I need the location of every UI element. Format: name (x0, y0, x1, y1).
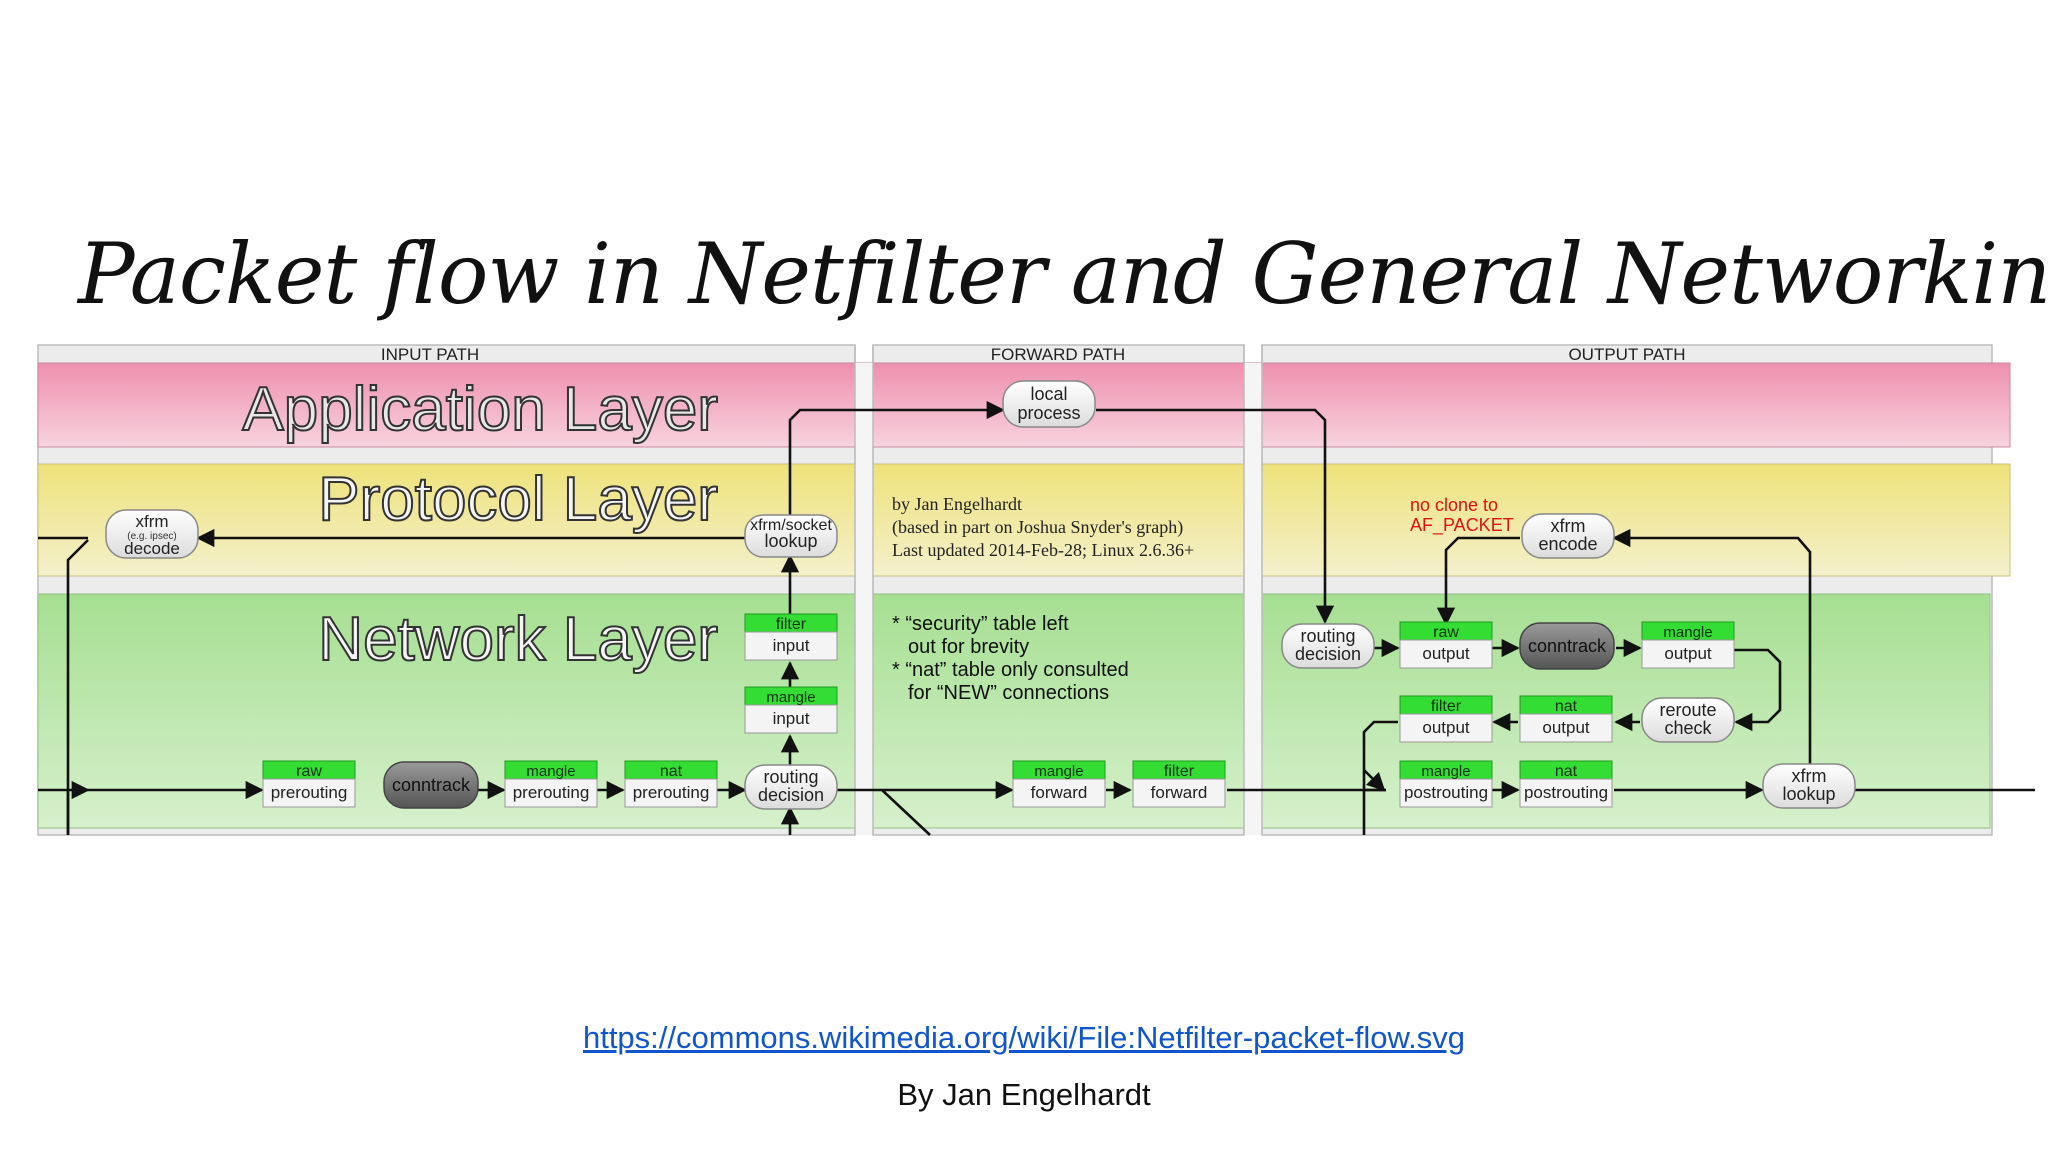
xfrm-lookup-node: xfrm lookup (1762, 763, 1856, 809)
input-path-label: INPUT PATH (381, 345, 479, 364)
svg-text:* “security” table left: * “security” table left (892, 613, 1069, 635)
conntrack-output-node: conntrack (1519, 622, 1615, 670)
svg-text:output: output (1542, 718, 1590, 737)
svg-text:output: output (1422, 718, 1470, 737)
svg-text:raw: raw (296, 763, 322, 780)
local-process-node: local process (1002, 380, 1096, 428)
notes-text: * “security” table left out for brevity … (892, 613, 1129, 704)
svg-text:conntrack: conntrack (1528, 636, 1607, 656)
svg-text:mangle: mangle (1034, 763, 1083, 780)
svg-text:prerouting: prerouting (271, 783, 348, 802)
hook-mangle-prerouting: mangle prerouting (504, 760, 598, 808)
hook-raw-prerouting: raw prerouting (262, 760, 356, 808)
xfrm-decode-node: xfrm (e.g. ipsec) decode (105, 509, 199, 559)
svg-text:check: check (1664, 718, 1712, 738)
xfrm-socket-lookup-node: xfrm/socket lookup (744, 514, 838, 558)
svg-text:for “NEW” connections: for “NEW” connections (908, 682, 1109, 704)
svg-text:filter: filter (1431, 698, 1462, 715)
svg-text:mangle: mangle (1663, 624, 1712, 641)
svg-text:conntrack: conntrack (392, 775, 471, 795)
svg-text:postrouting: postrouting (1404, 783, 1488, 802)
svg-text:input: input (773, 636, 810, 655)
svg-text:routing: routing (763, 767, 818, 787)
svg-text:mangle: mangle (526, 763, 575, 780)
reroute-check-node: reroute check (1641, 697, 1735, 743)
svg-text:prerouting: prerouting (513, 783, 590, 802)
svg-text:* “nat” table only consulted: * “nat” table only consulted (892, 659, 1129, 681)
svg-text:nat: nat (1555, 763, 1578, 780)
svg-text:routing: routing (1300, 626, 1355, 646)
credits-text: by Jan Engelhardt (based in part on Josh… (892, 494, 1194, 560)
svg-text:xfrm/socket: xfrm/socket (750, 517, 832, 534)
routing-decision-input-node: routing decision (744, 764, 838, 810)
svg-text:local: local (1030, 384, 1067, 404)
svg-text:AF_PACKET: AF_PACKET (1410, 515, 1514, 536)
application-layer-title: Application Layer (242, 375, 718, 444)
svg-text:mangle: mangle (766, 689, 815, 706)
svg-text:forward: forward (1031, 783, 1088, 802)
svg-text:prerouting: prerouting (633, 783, 710, 802)
output-path-label: OUTPUT PATH (1568, 345, 1685, 364)
svg-text:no clone to: no clone to (1410, 495, 1498, 515)
svg-text:mangle: mangle (1421, 763, 1470, 780)
routing-decision-output-node: routing decision (1281, 623, 1375, 669)
svg-text:filter: filter (776, 616, 807, 633)
hook-mangle-forward: mangle forward (1012, 760, 1106, 808)
svg-text:xfrm: xfrm (135, 512, 168, 531)
svg-text:xfrm: xfrm (1792, 766, 1827, 786)
hook-nat-prerouting: nat prerouting (624, 760, 718, 808)
svg-text:(based in part on Joshua Snyde: (based in part on Joshua Snyder's graph) (892, 517, 1183, 538)
svg-text:out for brevity: out for brevity (908, 636, 1029, 658)
conntrack-prerouting-node: conntrack (383, 761, 479, 809)
hook-mangle-output: mangle output (1641, 621, 1735, 669)
forward-path-label: FORWARD PATH (991, 345, 1125, 364)
svg-text:(e.g. ipsec): (e.g. ipsec) (127, 531, 176, 542)
svg-text:filter: filter (1164, 763, 1195, 780)
hook-mangle-postrouting: mangle postrouting (1399, 760, 1493, 808)
svg-text:output: output (1422, 644, 1470, 663)
svg-text:nat: nat (1555, 698, 1578, 715)
source-link[interactable]: https://commons.wikimedia.org/wiki/File:… (582, 1020, 1466, 1055)
svg-text:decision: decision (1295, 644, 1361, 664)
byline: By Jan Engelhardt (897, 1077, 1151, 1112)
hook-mangle-input: mangle input (744, 686, 838, 734)
svg-text:xfrm: xfrm (1551, 516, 1586, 536)
hook-raw-output: raw output (1399, 621, 1493, 669)
hook-nat-postrouting: nat postrouting (1519, 760, 1613, 808)
slide-title: Packet flow in Netfilter and General Net… (78, 225, 2048, 323)
svg-text:input: input (773, 709, 810, 728)
svg-text:process: process (1017, 403, 1080, 423)
svg-text:decode: decode (124, 539, 180, 558)
svg-text:forward: forward (1151, 783, 1208, 802)
hook-filter-forward: filter forward (1132, 760, 1226, 808)
svg-text:reroute: reroute (1659, 700, 1716, 720)
svg-text:by Jan Engelhardt: by Jan Engelhardt (892, 494, 1022, 514)
svg-text:Last updated 2014-Feb-28; Linu: Last updated 2014-Feb-28; Linux 2.6.36+ (892, 540, 1194, 560)
hook-nat-output: nat output (1519, 695, 1613, 743)
svg-text:decision: decision (758, 785, 824, 805)
xfrm-encode-node: xfrm encode (1521, 513, 1615, 559)
svg-text:encode: encode (1538, 534, 1597, 554)
network-layer-title: Network Layer (318, 605, 718, 674)
protocol-layer-title: Protocol Layer (318, 465, 718, 534)
svg-text:raw: raw (1433, 624, 1459, 641)
protocol-layer-band (37, 463, 2011, 577)
svg-text:output: output (1664, 644, 1712, 663)
svg-text:nat: nat (660, 763, 683, 780)
no-clone-warning: no clone to AF_PACKET (1410, 495, 1514, 536)
svg-text:lookup: lookup (764, 531, 817, 551)
hook-filter-output: filter output (1399, 695, 1493, 743)
svg-text:postrouting: postrouting (1524, 783, 1608, 802)
hook-filter-input: filter input (744, 613, 838, 661)
svg-text:lookup: lookup (1782, 784, 1835, 804)
